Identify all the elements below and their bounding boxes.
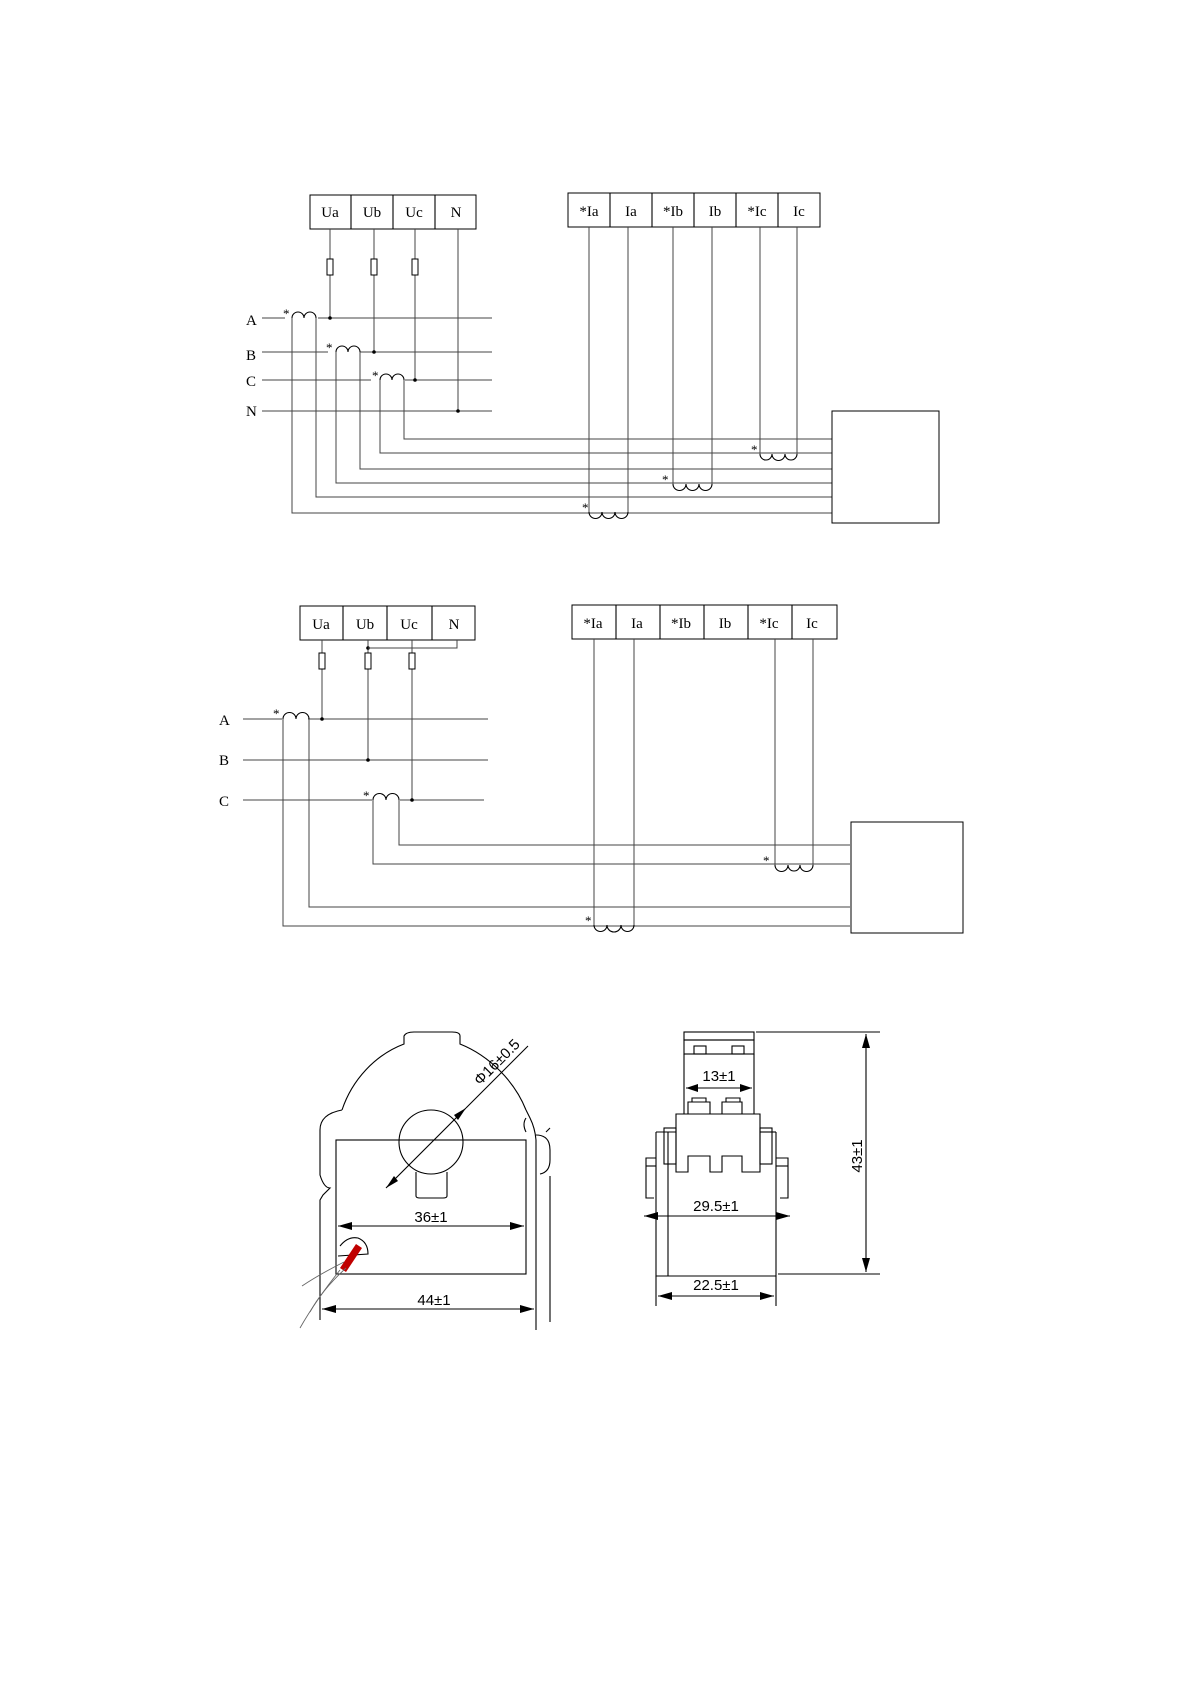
- phase-label-a: A: [219, 713, 230, 729]
- polarity-mark: *: [763, 853, 770, 868]
- terminal-uc: Uc: [400, 617, 418, 633]
- lead-wire-marker: [340, 1244, 362, 1272]
- current-leads-1: * * *: [582, 227, 797, 519]
- meter-box-2: [851, 822, 963, 933]
- terminal-ib-star: *Ib: [671, 616, 691, 632]
- terminal-ib-star: *Ib: [663, 204, 683, 220]
- phase-label-c: C: [246, 374, 256, 390]
- polarity-mark: *: [363, 788, 370, 803]
- ct-secondary-wires-1: [292, 318, 832, 513]
- phase-label-a: A: [246, 313, 257, 329]
- current-terminal-block-2: *Ia Ia *Ib Ib *Ic Ic: [572, 605, 837, 639]
- voltage-terminal-block-2: Ua Ub Uc N: [300, 606, 475, 640]
- phase-label-n: N: [246, 404, 257, 420]
- phase-label-c: C: [219, 794, 229, 810]
- current-terminal-block-1: *Ia Ia *Ib Ib *Ic Ic: [568, 193, 820, 227]
- dim-top-width: 13±1: [702, 1068, 735, 1085]
- polarity-mark: *: [585, 913, 592, 928]
- terminal-ia-star: *Ia: [579, 204, 598, 220]
- voltage-taps-1: [327, 229, 460, 413]
- terminal-uc: Uc: [405, 205, 423, 221]
- dim-height: 43±1: [849, 1139, 866, 1172]
- ct-coils-phase-2: * *: [273, 706, 399, 803]
- polarity-mark: *: [326, 340, 333, 355]
- phase-label-b: B: [246, 348, 256, 364]
- terminal-ub: Ub: [363, 205, 381, 221]
- dim-base-width: 22.5±1: [693, 1277, 739, 1294]
- phase-label-b: B: [219, 753, 229, 769]
- terminal-ub: Ub: [356, 617, 374, 633]
- terminal-ia-star: *Ia: [583, 616, 602, 632]
- current-leads-2: * *: [585, 639, 813, 932]
- polarity-mark: *: [283, 306, 290, 321]
- terminal-n: N: [451, 205, 462, 221]
- terminal-ic: Ic: [793, 204, 805, 220]
- dim-inner-diameter: Φ16±0.5: [471, 1036, 524, 1089]
- ct-front-view: Φ16±0.5 36±1 44±1: [300, 1032, 550, 1330]
- wiring-diagram-2: Ua Ub Uc N *Ia Ia *Ib Ib *Ic Ic A B C: [219, 605, 963, 933]
- terminal-n: N: [449, 617, 460, 633]
- terminal-ua: Ua: [312, 617, 330, 633]
- dim-outer-width: 44±1: [417, 1292, 450, 1309]
- voltage-taps-2: [319, 640, 457, 802]
- ct-side-view: 13±1 29.5±1 22.5±1: [644, 1032, 880, 1306]
- polarity-mark: *: [751, 442, 758, 457]
- terminal-ic-star: *Ic: [759, 616, 778, 632]
- terminal-ib: Ib: [719, 616, 732, 632]
- polarity-mark: *: [372, 368, 379, 383]
- terminal-ua: Ua: [321, 205, 339, 221]
- polarity-mark: *: [582, 500, 589, 515]
- terminal-ic-star: *Ic: [747, 204, 766, 220]
- terminal-ic: Ic: [806, 616, 818, 632]
- voltage-terminal-block-1: Ua Ub Uc N: [310, 195, 476, 229]
- polarity-mark: *: [662, 472, 669, 487]
- terminal-ia: Ia: [625, 204, 637, 220]
- dim-inner-width: 36±1: [414, 1209, 447, 1226]
- terminal-ia: Ia: [631, 616, 643, 632]
- wiring-diagram-1: Ua Ub Uc N *Ia Ia *Ib Ib *Ic Ic A B C N: [246, 193, 939, 523]
- dim-side-width: 29.5±1: [693, 1198, 739, 1215]
- meter-box-1: [832, 411, 939, 523]
- terminal-ib: Ib: [709, 204, 722, 220]
- polarity-mark: *: [273, 706, 280, 721]
